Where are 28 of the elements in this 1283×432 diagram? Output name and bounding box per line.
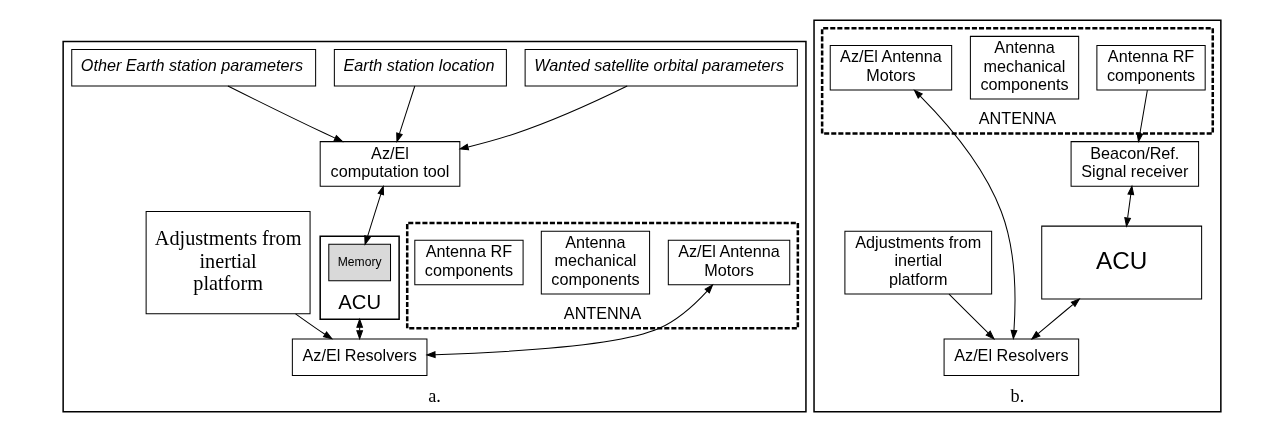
- arrow: [948, 293, 995, 340]
- node-box: Az/El Antenna Motors: [829, 44, 952, 91]
- node-box: ACU: [1040, 225, 1202, 300]
- node-box: Antenna mechanical components: [969, 35, 1079, 100]
- arrow: [294, 313, 333, 340]
- node-box: Beacon/Ref. Signal receiver: [1070, 141, 1199, 187]
- node-box: Az/El Resolvers: [943, 338, 1079, 376]
- node-box: Antenna mechanical components: [540, 230, 650, 295]
- arrow: [363, 184, 384, 246]
- node-box: Memory: [327, 243, 391, 282]
- node-box: Antenna RF components: [1095, 44, 1206, 91]
- node-box: Az/El Resolvers: [291, 338, 427, 376]
- node-box: Other Earth station parameters: [70, 49, 316, 87]
- node-box: Az/El computation tool: [319, 141, 460, 187]
- arrow: [395, 85, 415, 143]
- node-box: Az/El Antenna Motors: [667, 239, 790, 286]
- node-box: Antenna RF components: [413, 239, 524, 286]
- arrow: [458, 85, 628, 151]
- node-box: Wanted satellite orbital parameters: [524, 49, 798, 87]
- node-box: Adjustments from inertial platform: [843, 230, 992, 295]
- node-box: Adjustments from inertial platform: [145, 210, 311, 315]
- node-box: Earth station location: [333, 49, 507, 87]
- arrow: [424, 283, 714, 359]
- arrow: [1135, 89, 1148, 144]
- arrow: [1030, 298, 1081, 340]
- arrow: [912, 89, 1018, 341]
- arrow: [226, 85, 344, 143]
- arrow: [1123, 184, 1134, 228]
